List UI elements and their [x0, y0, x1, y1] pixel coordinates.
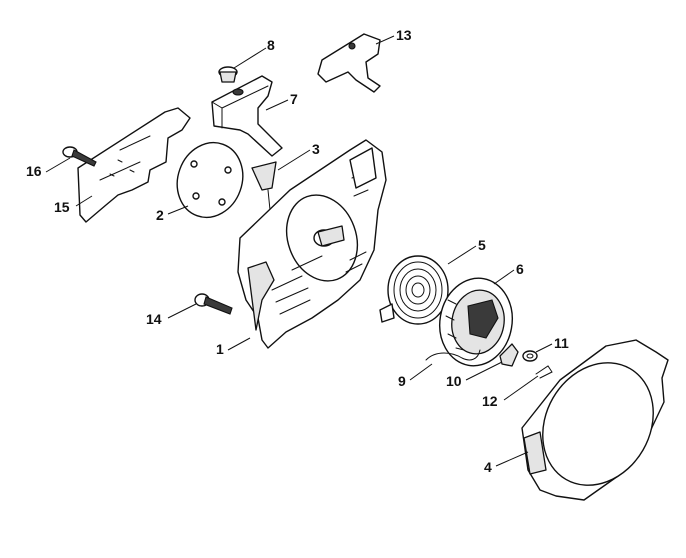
part-13-alt-grip — [317, 33, 381, 93]
callout-labels: 8 7 13 3 2 15 16 5 6 14 1 9 10 11 12 4 — [26, 27, 569, 475]
callout-13: 13 — [396, 27, 412, 43]
callout-3: 3 — [312, 141, 320, 157]
part-15-cover-plate — [77, 107, 191, 223]
callout-9: 9 — [398, 373, 406, 389]
part-11-washer — [522, 350, 538, 362]
part-1-fan-housing — [237, 139, 387, 349]
callout-6: 6 — [516, 261, 524, 277]
part-8-grommet — [218, 66, 238, 83]
callout-8: 8 — [267, 37, 275, 53]
callout-4: 4 — [484, 459, 492, 475]
callout-5: 5 — [478, 237, 486, 253]
callout-7: 7 — [290, 91, 298, 107]
callout-12: 12 — [482, 393, 498, 409]
part-6-rope-rotor — [439, 277, 513, 367]
part-12-spring-clip — [535, 365, 553, 379]
part-7-starter-handle — [211, 75, 283, 157]
part-4-shroud — [521, 339, 669, 501]
part-9-starter-rope — [425, 349, 481, 361]
callout-2: 2 — [156, 207, 164, 223]
callout-11: 11 — [554, 335, 569, 351]
callout-14: 14 — [146, 311, 162, 327]
callout-10: 10 — [446, 373, 462, 389]
leader-lines — [45, 35, 553, 467]
part-14-screw — [194, 293, 233, 315]
callout-1: 1 — [216, 341, 224, 357]
part-2-gasket-disc — [176, 141, 244, 219]
callout-15: 15 — [54, 199, 70, 215]
part-5-rewind-spring — [379, 255, 449, 325]
part-16-screw — [62, 146, 97, 167]
callout-16: 16 — [26, 163, 42, 179]
